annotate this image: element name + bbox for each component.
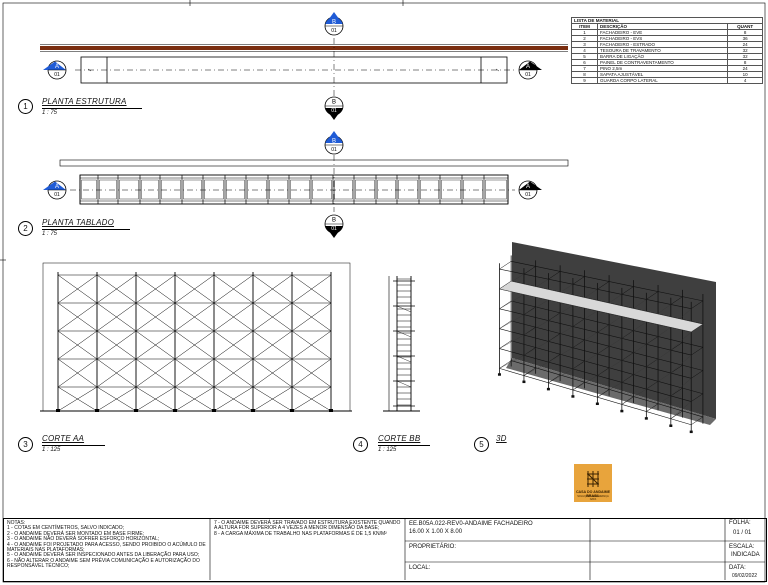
note-line: 7 - O ANDAIME DEVERÁ SER TRAVADO EM ESTR… [214,520,401,532]
scale-value: INDICADA [731,552,760,558]
note-line: 1 - COTAS EM CENTÍMETROS, SALVO INDICADO… [7,525,125,532]
material-list-title: LISTA DE MATERIAL [571,17,763,23]
view-scale-3: 1 : 125 [42,445,105,453]
notes-title: NOTAS: [7,520,26,526]
facade-wall [512,242,716,419]
svg-text:A: A [55,64,59,70]
view-title-4: CORTE BB [378,434,421,443]
material-cell: 9 [570,77,599,84]
svg-text:B: B [332,218,336,224]
beam [40,46,568,50]
location-label: LOCAL: [409,565,431,571]
view-title-5: 3D [496,434,507,443]
view-number-5: 5 [474,437,489,452]
date-label: DATA: [729,565,746,571]
note-line: 8 - A CARGA MÁXIMA DE TRABALHO NAS PLATA… [214,530,387,537]
date-value: 09/02/2022 [732,573,758,579]
note-line: 6 - NÃO ALTERAR O ANDAIME SEM PRÉVIA COM… [7,557,200,570]
material-cell: 4 [727,77,763,84]
view-title-1: PLANTA ESTRUTURA [42,97,127,106]
notes-col2: 7 - O ANDAIME DEVERÁ SER TRAVADO EM ESTR… [214,520,402,537]
plan-deck [59,155,569,212]
section-aa [40,262,352,412]
view-scale-4: 1 : 125 [378,445,430,453]
svg-text:A: A [526,64,530,70]
section-marker-b: B 01 [324,12,344,36]
view-number-3: 3 [18,437,33,452]
project-dims: 16.00 X 1.00 X 8.00 [409,529,463,535]
notes-col1: 1 - COTAS EM CENTÍMETROS, SALVO INDICADO… [7,525,207,570]
sheet-value: 01 / 01 [733,530,752,536]
logo-tagline: SOLUÇÕES SEGURANÇA NATA [577,495,609,501]
note-line: 2 - O ANDAIME DEVERÁ SER MONTADO EM BASE… [7,530,145,537]
view-title-3: CORTE AA [42,434,85,443]
note-line: 4 - O ANDAIME FOI PROJETADO PARA ACESSO,… [7,541,206,554]
scale-label: ESCALA: [729,544,755,550]
section-marker-a: A 01 [43,60,67,80]
svg-text:01: 01 [331,147,337,153]
section-marker-b: B 01 [324,131,344,155]
view-scale-1: 1 : 75 [42,108,142,116]
section-bb [383,276,420,412]
scaffold-3d [497,255,704,434]
svg-text:01: 01 [54,72,60,78]
company-logo: CASA DO ANDAIME BRASIL SOLUÇÕES SEGURANÇ… [574,464,612,502]
svg-text:B: B [332,20,336,26]
section-marker-a: A 01 [43,180,67,200]
view-number-1: 1 [18,99,33,114]
svg-text:B: B [332,139,336,145]
note-line: 3 - O ANDAIME NÃO DEVERÁ SOFRER ESFORÇO … [7,536,160,543]
svg-text:01: 01 [525,192,531,198]
section-marker-b: B 01 [324,214,344,238]
section-marker-a: A 01 [518,60,542,80]
view-number-4: 4 [353,437,368,452]
svg-text:01: 01 [525,72,531,78]
section-aa-frames [56,272,333,412]
svg-text:01: 01 [331,28,337,34]
logo-name: CASA DO ANDAIME BRASIL [575,490,611,498]
notes-block: NOTAS: 1 - COTAS EM CENTÍMETROS, SALVO I… [7,520,207,570]
owner-label: PROPRIETÁRIO: [409,544,457,550]
project-code: EE.B05A.022-REV0-ANDAIME FACHADEIRO [409,521,533,527]
view-number-2: 2 [18,221,33,236]
scaffold-logo-icon [587,471,599,487]
section-marker-a: A 01 [518,180,542,200]
svg-text:01: 01 [331,226,337,232]
section-bb-frame [393,276,415,411]
svg-text:B: B [332,100,336,106]
svg-text:01: 01 [54,192,60,198]
sheet-label: FOLHA: [729,520,751,526]
view-3d [497,242,716,434]
svg-text:01: 01 [331,108,337,114]
plan-structure [40,38,568,96]
deck-cells [79,175,509,204]
svg-text:A: A [526,184,530,190]
title-block-lines [209,518,765,580]
note-line: 5 - O ANDAIME DEVERÁ SER INSPECIONADO AN… [7,552,200,559]
material-cell: GUARDA CORPO LATERAL [597,77,729,84]
svg-text:A: A [55,184,59,190]
section-marker-b: B 01 [324,96,344,120]
view-scale-2: 1 : 75 [42,229,130,237]
view-title-2: PLANTA TABLADO [42,218,115,227]
title-block [3,518,767,582]
